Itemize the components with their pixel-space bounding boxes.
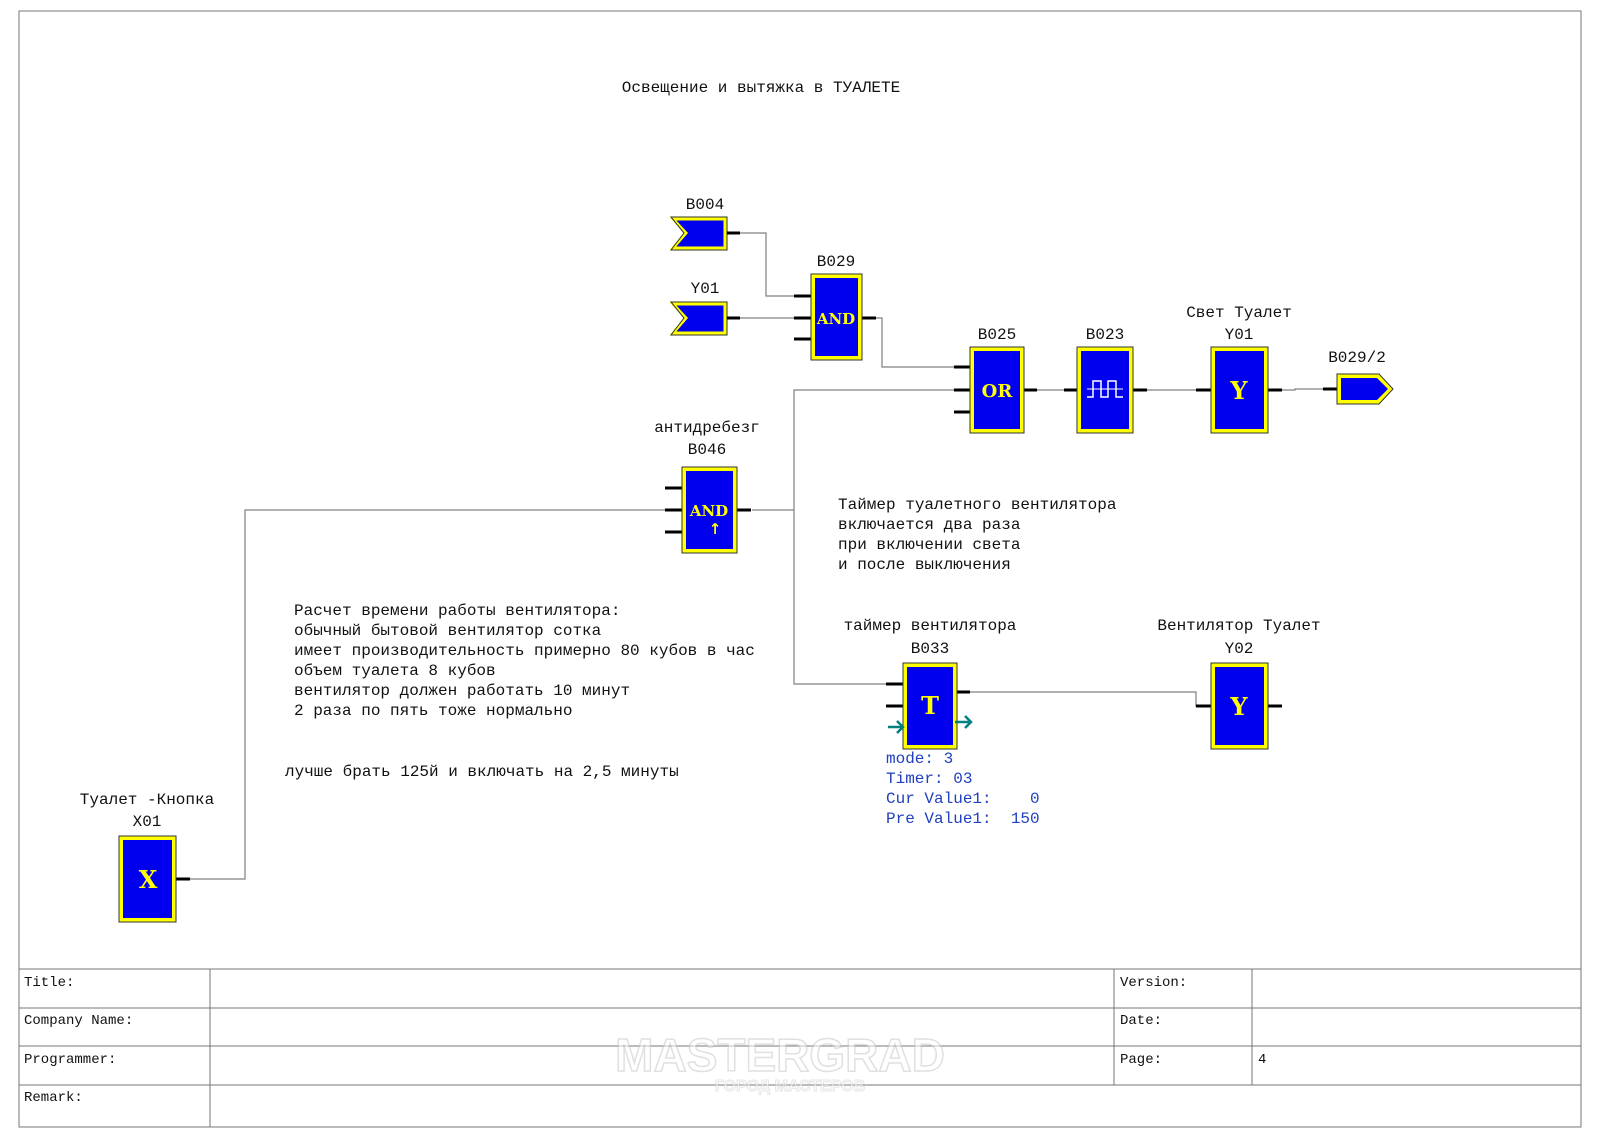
block-b046-body [686,471,733,549]
timer-note-line: включается два раза [838,516,1021,534]
block-b025-symbol: OR [982,381,1014,402]
block-b033-symbol: T [921,691,939,720]
timer-param-pre-value: Pre Value1: 150 [886,810,1040,828]
wire-b046-b025 [752,389,958,511]
block-x01-input[interactable]: Туалет -Кнопка X01 X [80,791,215,923]
block-name-y01: Свет Туалет [1186,304,1292,322]
rising-edge-arrow-icon: ↑ [709,520,722,538]
calc-note-line: обычный бытовой вентилятор сотка [294,622,602,640]
connector-b004-shape [669,217,727,250]
wire-b046-b033 [793,510,896,685]
block-id-b046: B046 [688,441,726,459]
watermark-tagline: ГОРОД МАСТЕРОВ [715,1078,865,1095]
block-id-b025: B025 [978,326,1016,344]
timer-note-line: при включении света [838,536,1021,554]
block-b033-timer[interactable]: таймер вентилятора B033 T mode: 3 Timer:… [844,617,1040,828]
title-block [19,968,1581,1127]
block-name-x01: Туалет -Кнопка [80,791,215,809]
block-b023-body [1081,351,1129,429]
block-b025-body [974,351,1020,429]
connector-b029-2[interactable]: B029/2 [1323,349,1394,405]
connector-y01-ref[interactable]: Y01 [669,280,740,336]
block-id-y02: Y02 [1225,640,1254,658]
calc-note-line: 2 раза по пять тоже нормально [294,702,572,720]
block-b046-and-edge[interactable]: антидребезг B046 AND ↑ [654,419,760,554]
block-id-b004: B004 [686,196,724,214]
company-label: Company Name: [24,1013,133,1029]
block-b029-symbol: AND [816,310,855,328]
timer-note: Таймер туалетного вентилятора включается… [838,496,1117,574]
remark-label: Remark: [24,1090,83,1106]
calc-note-line: объем туалета 8 кубов [294,662,496,680]
block-b033-body [907,667,953,745]
calculation-note: Расчет времени работы вентилятора: обычн… [294,602,755,720]
block-y01-symbol: Y [1229,376,1248,405]
advice-note: лучше брать 125й и включать на 2,5 минут… [285,763,679,781]
watermark-brand: MASTERGRAD [615,1029,945,1081]
block-y02-output[interactable]: Вентилятор Туалет Y02 Y [1157,617,1321,750]
block-name-b033: таймер вентилятора [844,617,1017,635]
block-b029-body [815,278,858,356]
block-x01-body [123,840,172,918]
block-id-b029-2: B029/2 [1328,349,1386,367]
block-id-y01: Y01 [1225,326,1254,344]
wire-x01-b046 [189,509,683,880]
block-id-x01: X01 [133,813,162,831]
wires [189,232,1337,880]
block-y01-body [1215,351,1264,429]
page-value[interactable]: 4 [1258,1052,1266,1068]
calc-note-line: вентилятор должен работать 10 минут [294,682,630,700]
timer-input-arrow-icon [888,720,905,734]
timer-output-arrow-icon [955,715,973,729]
watermark: MASTERGRAD ГОРОД МАСТЕРОВ [614,1028,945,1095]
timer-param-cur-value: Cur Value1: 0 [886,790,1040,808]
block-id-b023: B023 [1086,326,1124,344]
title-label: Title: [24,975,74,991]
block-id-b029: B029 [817,253,855,271]
block-b046-symbol: AND [689,502,728,520]
block-y01-output[interactable]: Свет Туалет Y01 Y [1186,304,1292,434]
timer-param-mode: mode: 3 [886,750,953,768]
block-b029-and[interactable]: B029 AND [794,253,876,361]
connector-y01-ref-shape [669,302,727,335]
diagram-title: Освещение и вытяжка в ТУАЛЕТЕ [622,79,900,97]
wire-b004-b029 [728,232,796,297]
block-name-b046: антидребезг [654,419,760,437]
date-label: Date: [1120,1013,1162,1029]
block-y02-body [1215,667,1264,745]
wire-b033-y02 [967,691,1211,707]
block-id-b033: B033 [911,640,949,658]
title-block-fields: Title: Company Name: Programmer: Remark:… [24,975,1266,1106]
block-name-y02: Вентилятор Туалет [1157,617,1320,635]
calc-note-line: Расчет времени работы вентилятора: [294,602,620,620]
timer-note-line: Таймер туалетного вентилятора [838,496,1117,514]
block-id-y01-ref: Y01 [691,280,720,298]
programmer-label: Programmer: [24,1052,116,1068]
page-label: Page: [1120,1052,1162,1068]
block-b025-or[interactable]: B025 OR [954,326,1037,434]
block-y02-symbol: Y [1229,692,1248,721]
calc-note-line: имеет производительность примерно 80 куб… [294,642,755,660]
timer-note-line: и после выключения [838,556,1011,574]
version-label: Version: [1120,975,1187,991]
block-x01-symbol: X [139,865,158,894]
connector-b004[interactable]: B004 [669,196,740,251]
wire-b029-b025 [867,317,958,368]
page-border [18,10,1582,1128]
block-b023-pulse[interactable]: B023 [1064,326,1147,434]
connector-b029-2-shape [1341,378,1388,400]
timer-param-timer: Timer: 03 [886,770,972,788]
